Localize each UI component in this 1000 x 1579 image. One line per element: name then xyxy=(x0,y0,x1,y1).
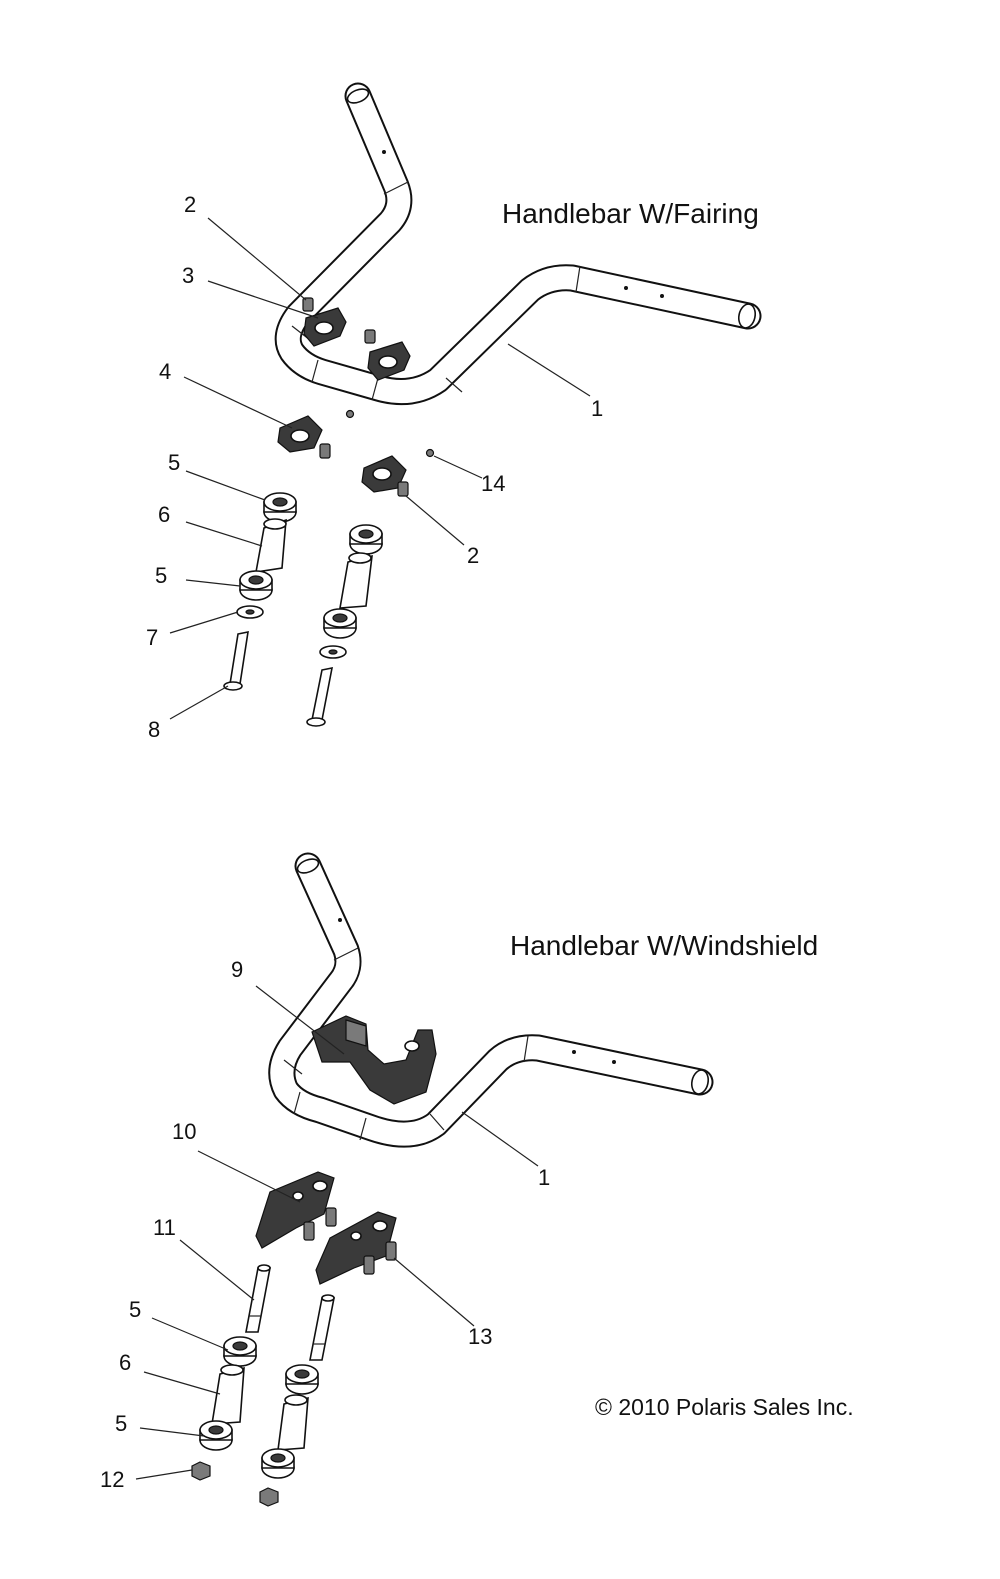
callout-7: 7 xyxy=(146,625,158,650)
callout-1: 1 xyxy=(538,1165,550,1190)
callout-4: 4 xyxy=(159,359,171,384)
callout-9: 9 xyxy=(231,957,243,982)
callout-6: 6 xyxy=(119,1350,131,1375)
title-windshield: Handlebar W/Windshield xyxy=(510,930,819,961)
callout-5: 5 xyxy=(115,1411,127,1436)
handlebar-windshield-assembly: 9 10 11 5 6 5 12 1 13 xyxy=(100,852,714,1507)
callout-5: 5 xyxy=(155,563,167,588)
title-fairing: Handlebar W/Fairing xyxy=(502,198,759,229)
callout-11: 11 xyxy=(153,1215,176,1240)
callout-8: 8 xyxy=(148,717,160,742)
callout-5: 5 xyxy=(168,450,180,475)
callout-14: 14 xyxy=(481,471,505,496)
callout-3: 3 xyxy=(182,263,194,288)
callout-6: 6 xyxy=(158,502,170,527)
callout-1: 1 xyxy=(591,396,603,421)
callout-2: 2 xyxy=(467,543,479,568)
callout-13: 13 xyxy=(468,1324,492,1349)
callout-2: 2 xyxy=(184,192,196,217)
copyright-notice: © 2010 Polaris Sales Inc. xyxy=(595,1394,854,1420)
callout-12: 12 xyxy=(100,1467,124,1492)
callout-5: 5 xyxy=(129,1297,141,1322)
handlebar-fairing-assembly: 2 3 4 5 6 5 7 8 1 14 2 xyxy=(146,82,762,742)
callout-10: 10 xyxy=(172,1119,196,1144)
